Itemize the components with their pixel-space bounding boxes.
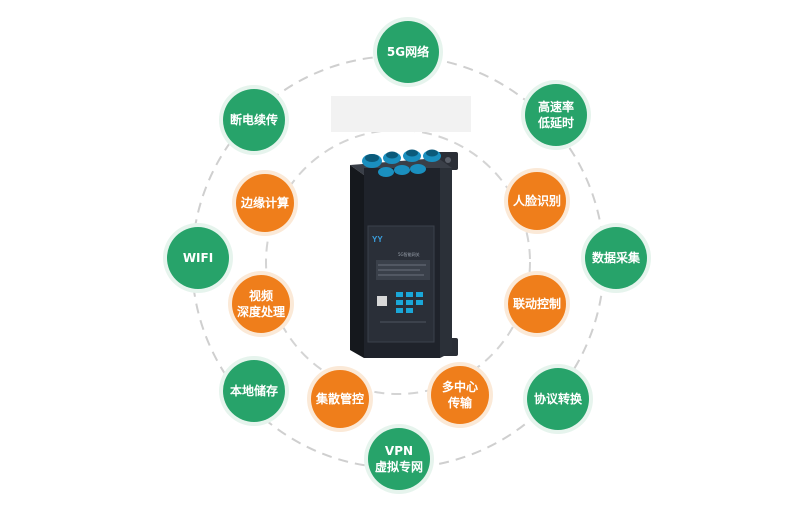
device-logo: YY (372, 235, 383, 244)
feature-5g-network: 5G网络 (377, 21, 439, 83)
label-plate (331, 96, 471, 132)
feature-protocol-conversion: 协议转换 (527, 368, 589, 430)
feature-high-speed-low-latency: 高速率 低延时 (525, 84, 587, 146)
feature-video-depth-processing: 视频 深度处理 (232, 275, 290, 333)
feature-data-collection: 数据采集 (585, 227, 647, 289)
feature-distributed-management: 集散管控 (311, 370, 369, 428)
feature-edge-computing: 边缘计算 (236, 174, 294, 232)
connector-ports (362, 149, 441, 177)
indicator-leds (396, 292, 423, 313)
device-model: 5G智能网关 (398, 251, 420, 257)
qr-code (377, 296, 387, 306)
device-body (350, 165, 364, 358)
feature-multi-center-transmission: 多中心 传输 (431, 366, 489, 424)
feature-face-recognition: 人脸识别 (508, 172, 566, 230)
front-panel (367, 225, 435, 343)
feature-vpn-virtual-network: VPN 虚拟专网 (368, 428, 430, 490)
feature-local-storage: 本地储存 (223, 360, 285, 422)
feature-wifi: WIFI (167, 227, 229, 289)
feature-linkage-control: 联动控制 (508, 275, 566, 333)
feature-power-off-resume: 断电续传 (223, 89, 285, 151)
